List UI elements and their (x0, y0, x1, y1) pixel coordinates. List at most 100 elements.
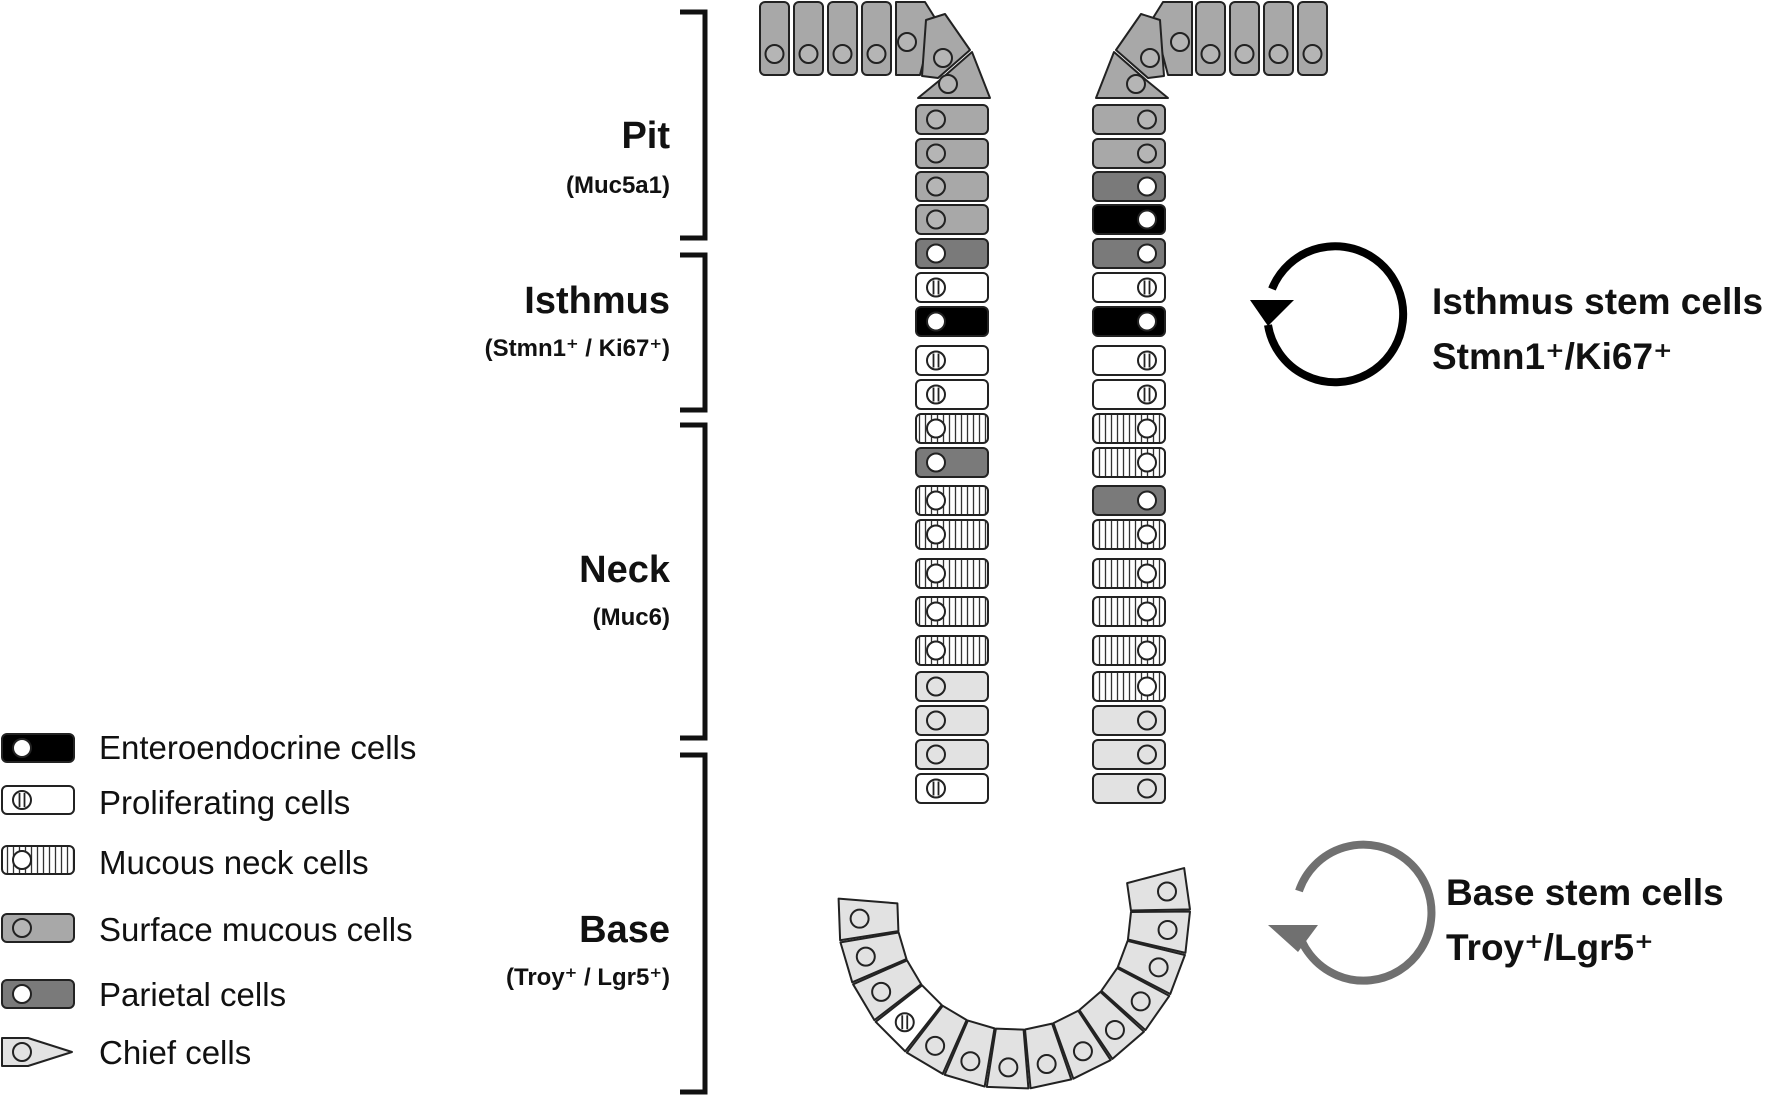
surface-mucous-cell (1229, 1, 1260, 76)
surface-mucous-cell (1115, 13, 1165, 79)
nucleus (1137, 778, 1157, 799)
surface-mucous-cell (1092, 104, 1166, 135)
zone-marker-neck: (Muc6) (593, 604, 670, 631)
nucleus (1137, 277, 1157, 298)
bracket-pit (680, 9, 708, 241)
legend-label: Proliferating cells (99, 784, 350, 821)
nucleus (1148, 957, 1169, 978)
nucleus (871, 981, 892, 1002)
legend-item: Enteroendocrine cells (1, 729, 416, 766)
nucleus (926, 490, 946, 511)
nucleus (960, 1051, 981, 1072)
nucleus (926, 601, 946, 622)
nucleus (1234, 44, 1255, 64)
nucleus (1170, 32, 1190, 52)
proliferating-cell-icon (1, 785, 75, 815)
enteroendocrine-cell (1092, 306, 1166, 337)
zone-name-isthmus: Isthmus (524, 280, 670, 322)
surface-mucous-cell (759, 1, 790, 76)
zone-marker-base: (Troy⁺ / Lgr5⁺) (506, 964, 670, 991)
zone-labels: Pit (Muc5a1) Isthmus (Stmn1⁺ / Ki67⁺) Ne… (485, 115, 671, 991)
nucleus (12, 1042, 32, 1062)
isthmus-stem-title: Isthmus stem cells (1432, 281, 1763, 322)
legend-label: Mucous neck cells (99, 844, 369, 881)
nucleus (894, 1012, 915, 1033)
legend-item: Parietal cells (1, 976, 286, 1013)
nucleus (933, 48, 953, 68)
mucous-neck-cell (915, 413, 989, 444)
enteroendocrine-cell (915, 306, 989, 337)
surface-mucous-cell (1095, 51, 1169, 99)
legend: Enteroendocrine cells Proliferating cell… (1, 729, 416, 1071)
nucleus (926, 778, 946, 799)
enteroendocrine-cell-icon (1, 733, 75, 763)
chief-cell (905, 1004, 968, 1075)
nucleus (926, 384, 946, 405)
proliferating-cell (874, 984, 943, 1053)
proliferating-cell (1092, 345, 1166, 376)
mucous-neck-cell (915, 485, 989, 516)
nucleus (832, 44, 853, 64)
nucleus (926, 277, 946, 298)
chief-cell (1092, 773, 1166, 804)
nucleus (798, 44, 819, 64)
surface-mucous-cell (827, 1, 858, 76)
chief-cell (839, 931, 908, 984)
nucleus (1137, 601, 1157, 622)
surface-mucous-cell (1195, 1, 1226, 76)
arrow-head-icon (1250, 300, 1294, 326)
nucleus (1036, 1054, 1057, 1075)
nucleus (1137, 176, 1157, 197)
nucleus (926, 452, 946, 473)
nucleus (855, 946, 876, 967)
nucleus (1137, 524, 1157, 545)
nucleus (926, 710, 946, 731)
nucleus (926, 524, 946, 545)
mucous-neck-cell (915, 519, 989, 550)
nucleus (1157, 919, 1178, 940)
legend-item: Chief cells (1, 1034, 251, 1071)
chief-cell (943, 1019, 996, 1088)
surface-mucous-cell (1263, 1, 1294, 76)
surface-mucous-cell-icon (1, 913, 75, 943)
nucleus (938, 74, 958, 94)
mucous-neck-cell (915, 558, 989, 589)
chief-cell (1052, 1009, 1112, 1080)
base-stem-title: Base stem cells (1446, 872, 1724, 913)
chief-cell (837, 897, 900, 942)
proliferating-cell (915, 379, 989, 410)
nucleus (12, 850, 32, 870)
chief-cell (1126, 910, 1191, 954)
nucleus (1126, 74, 1146, 94)
nucleus (1137, 490, 1157, 511)
nucleus (866, 44, 887, 64)
nucleus (1137, 418, 1157, 439)
enteroendocrine-cell (1092, 204, 1166, 235)
legend-label: Surface mucous cells (99, 911, 413, 948)
nucleus (1268, 44, 1289, 64)
nucleus (926, 563, 946, 584)
nucleus (1137, 640, 1157, 661)
surface-mucous-cell (915, 204, 989, 235)
mucous-neck-cell (1092, 671, 1166, 702)
nucleus (998, 1057, 1019, 1078)
nucleus (12, 984, 32, 1004)
arrow-head-icon (1268, 925, 1318, 952)
mucous-neck-cell (1092, 447, 1166, 478)
surface-mucous-cell (1297, 1, 1328, 76)
mucous-neck-cell-icon (1, 845, 75, 875)
zone-name-base: Base (579, 909, 670, 951)
legend-item: Proliferating cells (1, 784, 350, 821)
nucleus (925, 1035, 946, 1056)
nucleus (926, 744, 946, 765)
nucleus (1137, 384, 1157, 405)
nucleus (1156, 881, 1177, 902)
parietal-cell (915, 238, 989, 269)
nucleus (1137, 710, 1157, 731)
nucleus (1104, 1019, 1125, 1040)
nucleus (1137, 676, 1157, 697)
gland-cells (759, 1, 1328, 1090)
zone-brackets (680, 9, 708, 1095)
nucleus (12, 790, 32, 810)
zone-name-neck: Neck (579, 549, 671, 591)
